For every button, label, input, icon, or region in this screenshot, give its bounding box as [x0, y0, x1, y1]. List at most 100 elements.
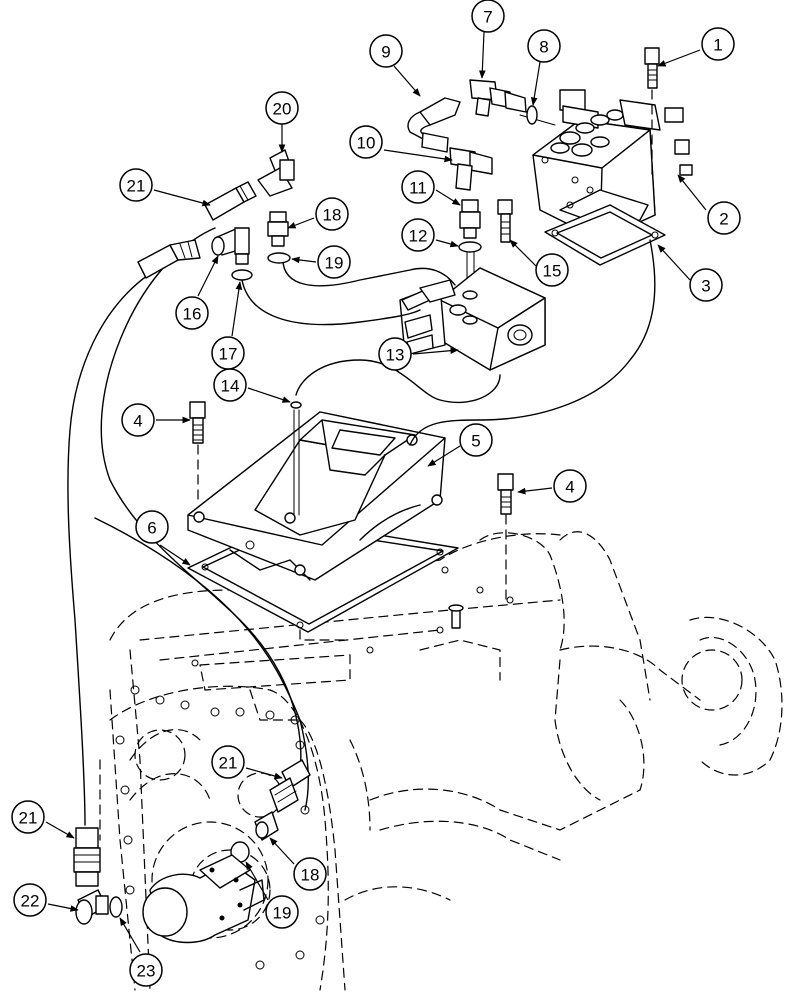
callout-ring — [701, 27, 735, 61]
callout-ring — [689, 268, 723, 302]
callout-leader-19 — [291, 256, 317, 264]
callout-ring — [13, 883, 47, 917]
callout-ring — [135, 510, 169, 544]
callout-leader-2 — [677, 174, 707, 211]
callout-leader-21 — [245, 767, 283, 780]
cover-plate-5 — [187, 411, 446, 581]
callout-number: 14 — [221, 377, 240, 396]
callout-4: 4 — [553, 469, 587, 503]
callout-8: 8 — [527, 29, 561, 63]
elbow-fitting-16 — [211, 227, 250, 265]
bolt-1 — [644, 47, 660, 181]
callout-19: 19 — [317, 245, 351, 279]
fitting-11 — [459, 199, 481, 239]
pump-assembly — [142, 854, 265, 944]
callout-leader-23 — [119, 917, 141, 953]
callout-3: 3 — [689, 268, 723, 302]
callout-18: 18 — [293, 857, 327, 891]
callout-leader-17 — [231, 281, 243, 337]
callout-ring — [527, 29, 561, 63]
callout-number: 8 — [539, 38, 548, 57]
callout-leader-21 — [45, 821, 75, 839]
tube-9 — [407, 97, 461, 153]
transmission-housing — [99, 531, 783, 991]
callout-ring — [401, 170, 435, 204]
callout-leader-18 — [287, 217, 315, 229]
callout-number: 4 — [133, 412, 142, 431]
bolt-15 — [497, 199, 513, 243]
callout-21: 21 — [211, 745, 245, 779]
callout-leader-12 — [435, 239, 459, 248]
callout-leader-19 — [245, 861, 269, 901]
hose-lines — [67, 227, 656, 826]
callout-number: 2 — [719, 210, 728, 229]
callout-number: 9 — [381, 43, 390, 62]
callout-16: 16 — [175, 296, 209, 330]
callout-14: 14 — [213, 368, 247, 402]
elbow-fitting-20 — [257, 149, 295, 197]
callout-22: 22 — [13, 883, 47, 917]
hose-end-21-lower-right — [269, 759, 311, 813]
callout-ring — [471, 0, 505, 33]
callout-number: 20 — [273, 100, 292, 119]
callout-number: 15 — [543, 262, 562, 281]
callout-ring — [211, 745, 245, 779]
hose-end-21-top-a — [204, 181, 257, 221]
callout-ring — [317, 245, 351, 279]
callout-number: 18 — [323, 206, 342, 225]
callout-number: 17 — [219, 345, 238, 364]
callout-leader-8 — [530, 61, 541, 106]
callout-leader-15 — [509, 239, 537, 267]
callout-number: 19 — [273, 904, 292, 923]
callout-leader-11 — [435, 189, 461, 206]
o-ring-14 — [290, 401, 302, 516]
callout-number: 4 — [565, 478, 574, 497]
callout-20: 20 — [265, 91, 299, 125]
callout-leader-6 — [159, 544, 191, 566]
callout-number: 11 — [409, 179, 427, 198]
callout-number: 10 — [357, 134, 376, 153]
callout-number: 1 — [713, 36, 722, 55]
hose-end-21-lower-left — [73, 827, 101, 887]
callout-ring — [129, 953, 163, 987]
callout-leader-21 — [153, 189, 211, 207]
callout-2: 2 — [707, 201, 741, 235]
callout-10: 10 — [349, 125, 383, 159]
callout-ring — [211, 336, 245, 370]
hose-end-21-top-b — [137, 239, 201, 279]
callout-number: 21 — [19, 809, 38, 828]
callout-1: 1 — [701, 27, 735, 61]
callout-5: 5 — [459, 423, 493, 457]
callout-ring — [265, 91, 299, 125]
callout-11: 11 — [401, 170, 435, 204]
callout-number: 18 — [301, 866, 320, 885]
callout-number: 21 — [219, 754, 238, 773]
callout-ring — [315, 197, 349, 231]
tee-fitting-10 — [449, 147, 493, 191]
tee-fitting-7 — [469, 79, 527, 117]
callout-9: 9 — [369, 34, 403, 68]
callout-number: 5 — [471, 432, 480, 451]
callout-layer: 1234456789101112131415161718181919202121… — [11, 0, 741, 987]
callout-ring — [459, 423, 493, 457]
callout-ring — [175, 296, 209, 330]
bolt-4-left — [189, 401, 206, 506]
callout-number: 3 — [701, 277, 710, 296]
callout-number: 16 — [183, 305, 202, 324]
callout-ring — [707, 201, 741, 235]
bolt-4-right — [497, 473, 514, 601]
manifold-block-13 — [399, 267, 546, 371]
o-ring-8 — [526, 105, 538, 125]
callout-ring — [553, 469, 587, 503]
gasket-3 — [544, 204, 666, 266]
callout-ring — [378, 337, 412, 371]
callout-leader-3 — [657, 244, 691, 281]
callout-17: 17 — [211, 336, 245, 370]
callout-7: 7 — [471, 0, 505, 33]
fitting-18-lower — [254, 811, 279, 841]
callout-leader-10 — [383, 149, 453, 163]
callout-number: 21 — [127, 177, 146, 196]
callout-ring — [265, 895, 299, 929]
callout-ring — [369, 34, 403, 68]
callout-21: 21 — [119, 168, 153, 202]
